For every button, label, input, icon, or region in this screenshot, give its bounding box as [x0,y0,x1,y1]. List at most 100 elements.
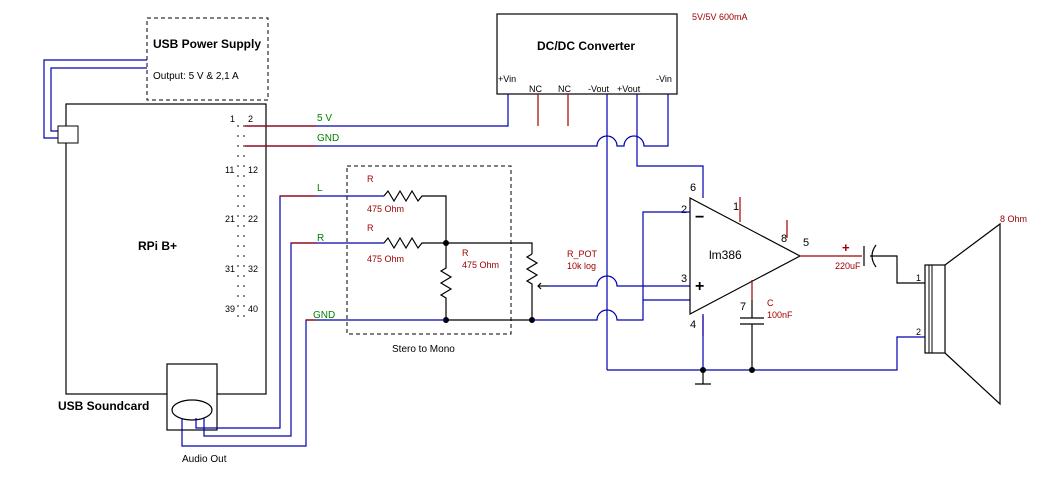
usb-soundcard: USB Soundcard Audio Out [58,363,227,465]
gpio-pin-dot [243,215,245,217]
gpio-pin-dot [243,305,245,307]
speaker-pin-1: 1 [916,273,921,283]
gpio-pin-dot [243,155,245,157]
amp-pin-4: 4 [690,319,696,331]
gpio-header [237,125,245,317]
gpio-pin-dot [243,275,245,277]
power-supply-output: Output: 5 V & 2,1 A [153,71,239,82]
pin-39-label: 39 [225,304,235,314]
pot-value: 10k log [567,261,596,271]
amp-pin-5: 5 [803,237,809,249]
pin-32-label: 32 [248,264,258,274]
cap-c-ref: C [767,298,774,308]
pin-12-label: 12 [248,165,258,175]
amp-pin-8: 8 [781,233,787,245]
net-gnd-audio: GND [313,310,335,321]
lm386-amplifier: lm386 − + 6 2 1 8 5 3 7 4 [681,182,809,331]
gpio-pin-dot [237,285,239,287]
gpio-pin-dot [237,255,239,257]
gpio-pin-dot [237,155,239,157]
gpio-pin-dot [243,205,245,207]
gpio-pin-dot [243,315,245,317]
gpio-pin-dot [237,315,239,317]
r1-value: 475 Ohm [367,204,404,214]
gpio-pin-dot [237,145,239,147]
r3-value: 475 Ohm [462,260,499,270]
r2-value: 475 Ohm [367,254,404,264]
gpio-pin-dot [237,205,239,207]
usb-power-supply: USB Power Supply Output: 5 V & 2,1 A [146,17,269,101]
gpio-pin-dot [237,225,239,227]
pin-nc-2: NC [558,84,571,94]
speaker-label: 8 Ohm [1000,214,1027,224]
cap-out-value: 220uF [835,261,861,271]
speaker-pin-2: 2 [916,327,921,337]
net-5v: 5 V [317,113,332,124]
pin-22-label: 22 [248,214,258,224]
stereo-to-mono: Stero to Mono R 475 Ohm R 475 Ohm R 475 … [346,165,512,355]
net-right: R [317,233,324,244]
gpio-pin-dot [243,285,245,287]
gpio-pin-dot [243,225,245,227]
power-supply-title: USB Power Supply [153,37,261,51]
net-gnd: GND [317,133,339,144]
pin-21-label: 21 [225,214,235,224]
r2-ref: R [367,223,374,233]
amp-pin-2: 2 [681,204,687,216]
amp-pin-1: 1 [733,201,739,213]
pin-vout-plus: +Vout [617,84,641,94]
gpio-pin-dot [243,125,245,127]
converter-rating: 5V/5V 600mA [692,12,748,22]
amp-pin-3: 3 [681,273,687,285]
pot-ref: R_POT [567,249,598,259]
gpio-pin-dot [243,185,245,187]
gpio-pin-dot [243,295,245,297]
gpio-pin-dot [243,175,245,177]
cap-c-value: 100nF [767,310,793,320]
gpio-pin-dot [243,145,245,147]
pin-2-label: 2 [248,114,253,124]
amp-name: lm386 [709,248,742,262]
gpio-pin-dot [237,125,239,127]
converter-title: DC/DC Converter [537,39,635,53]
gpio-pin-dot [237,245,239,247]
gpio-pin-dot [243,265,245,267]
amp-pin-7: 7 [740,301,746,313]
rpi-board: RPi B+ 1 2 11 12 21 22 31 32 39 40 [57,103,267,395]
cap-out-plus: + [842,240,850,255]
gpio-pin-dot [243,235,245,237]
audio-out-label: Audio Out [182,454,227,465]
gpio-pin-dot [237,235,239,237]
pin-1-label: 1 [230,114,235,124]
speaker: 8 Ohm 1 2 [916,214,1027,406]
gpio-pin-dot [237,265,239,267]
amp-plus: + [695,278,704,295]
pin-vin-plus: +Vin [498,74,516,84]
gpio-pin-dot [237,135,239,137]
r3-ref: R [462,248,469,258]
gpio-pin-dot [237,165,239,167]
gpio-pin-dot [243,165,245,167]
gpio-pin-dot [237,275,239,277]
pin-31-label: 31 [225,264,235,274]
gpio-pin-dot [237,295,239,297]
pin-vout-minus: -Vout [588,84,610,94]
gpio-pin-dot [237,215,239,217]
r1-ref: R [367,174,374,184]
pin-40-label: 40 [248,304,258,314]
mono-caption: Stero to Mono [392,344,455,355]
dcdc-converter: DC/DC Converter 5V/5V 600mA +Vin NC NC -… [496,12,748,95]
gpio-pin-dot [243,195,245,197]
potentiometer: R_POT 10k log [525,249,598,320]
gpio-pin-dot [237,175,239,177]
gpio-pin-dot [243,245,245,247]
gpio-pin-dot [243,135,245,137]
gpio-pin-dot [243,255,245,257]
gpio-pin-dot [237,195,239,197]
gpio-pin-dot [237,305,239,307]
pin-11-label: 11 [225,165,234,175]
pin-nc-1: NC [529,84,542,94]
amp-pin-6: 6 [690,182,696,194]
gpio-pin-dot [237,185,239,187]
